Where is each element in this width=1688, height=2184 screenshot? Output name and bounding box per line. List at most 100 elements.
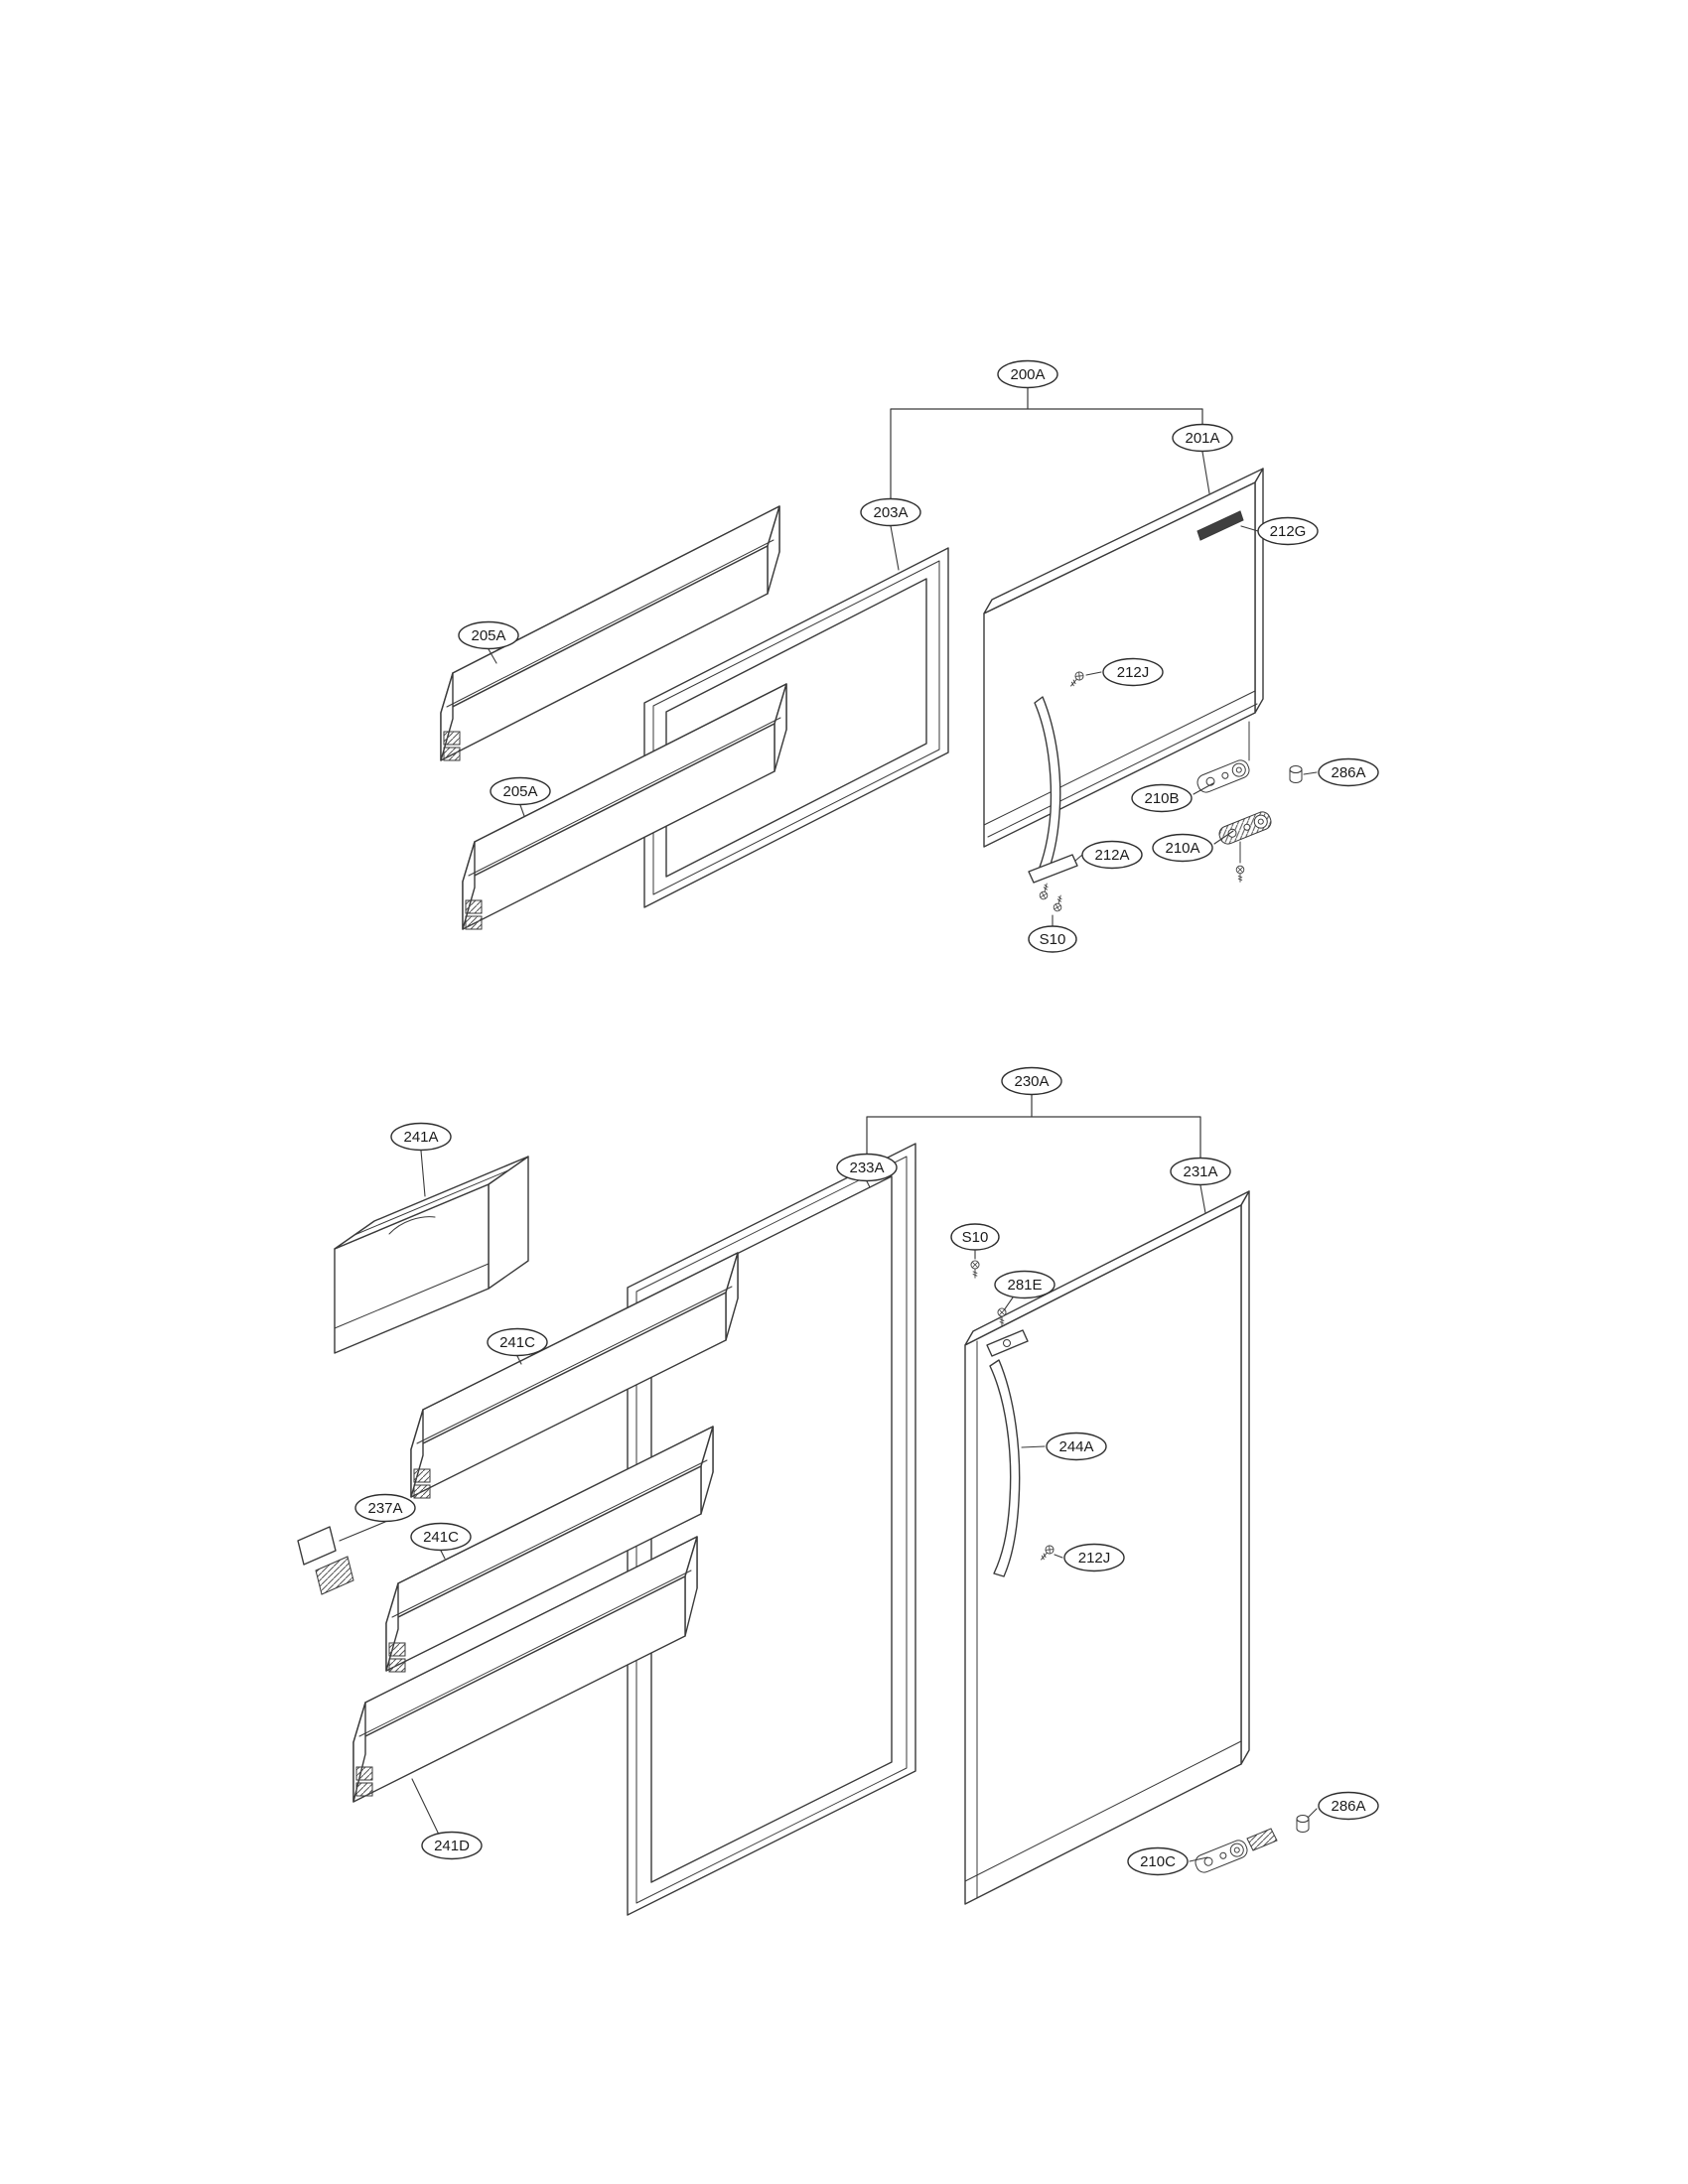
door-panel-201A <box>983 468 1264 848</box>
callout-bubble <box>1318 1791 1379 1821</box>
screw-S10-lower <box>970 1260 980 1279</box>
callout-210B: 210B <box>1131 783 1193 813</box>
callout-label: 286A <box>1331 1798 1365 1815</box>
upper-door-assembly-diagram: 200A 201A 203A 212G 205A 212J <box>440 359 1379 953</box>
callout-230A: 230A <box>1001 1066 1062 1096</box>
callout-244A: 244A <box>1046 1432 1107 1461</box>
handle-bolt-hole <box>1003 1339 1011 1347</box>
assembly-bracket-lower <box>866 1094 1201 1159</box>
callout-bubble <box>1318 757 1379 787</box>
callout-bubble <box>1102 657 1164 687</box>
callout-bubble <box>1001 1066 1062 1096</box>
dairy-bin-241A <box>334 1156 529 1354</box>
callout-label: 244A <box>1058 1438 1093 1455</box>
callout-233A: 233A <box>836 1153 898 1182</box>
hinge-210C <box>1195 1840 1248 1873</box>
callout-bubble <box>490 776 551 806</box>
door-bin-205A-1 <box>440 505 780 761</box>
door-gasket-233A <box>627 1143 916 1916</box>
callout-bubble <box>1257 516 1319 546</box>
callout-label: 233A <box>849 1160 884 1176</box>
callout-241A: 241A <box>390 1122 452 1152</box>
callout-bubble <box>1063 1543 1125 1572</box>
screw-S10 <box>1052 893 1065 913</box>
callout-210C: 210C <box>1127 1846 1189 1876</box>
callout-label: 231A <box>1183 1163 1217 1180</box>
screw-S10 <box>1038 882 1052 901</box>
callout-label: 212A <box>1094 847 1129 864</box>
hinge-210A <box>1218 811 1272 845</box>
callout-label: S10 <box>962 1229 989 1246</box>
bin-mount-tab <box>443 731 461 746</box>
callout-label: 241C <box>499 1334 535 1351</box>
callout-bubble <box>1131 783 1193 813</box>
callout-bubble <box>410 1522 472 1552</box>
callout-label: 286A <box>1331 764 1365 781</box>
callout-label: 241C <box>423 1529 459 1546</box>
callout-label: 212J <box>1117 664 1150 681</box>
bin-mount-tab <box>413 1468 431 1483</box>
door-bin-205A-2 <box>462 683 787 930</box>
callout-bubble <box>1152 833 1213 863</box>
callout-bubble <box>1170 1157 1231 1186</box>
door-bin-241D <box>352 1536 698 1803</box>
callout-bubble <box>860 497 921 527</box>
assembly-bracket-upper <box>890 387 1203 499</box>
callout-bubble <box>1127 1846 1189 1876</box>
callout-S10-2: S10 <box>950 1223 1000 1251</box>
door-bin-241C-2 <box>385 1426 714 1673</box>
callout-label: 210A <box>1165 840 1199 857</box>
callout-label: 200A <box>1010 366 1045 383</box>
callout-label: 210B <box>1144 790 1179 807</box>
callout-label: 201A <box>1185 430 1219 447</box>
hinge-screw <box>1235 865 1245 884</box>
callout-label: 237A <box>367 1500 402 1517</box>
callout-label: 241A <box>403 1129 438 1146</box>
bin-mount-tab <box>465 899 483 914</box>
callout-label: 212J <box>1078 1550 1111 1567</box>
bin-mount-tab <box>388 1642 406 1657</box>
cap-286A-lower <box>1296 1815 1310 1833</box>
callout-205A-1: 205A <box>458 620 519 650</box>
callout-bubble <box>997 359 1058 389</box>
vent-grille-212G <box>1196 510 1244 541</box>
callout-281E: 281E <box>994 1270 1055 1299</box>
callout-200A: 200A <box>997 359 1058 389</box>
callout-label: 212G <box>1270 523 1307 540</box>
callout-241C-2: 241C <box>410 1522 472 1552</box>
callout-203A: 203A <box>860 497 921 527</box>
cap-286A-upper <box>1289 765 1303 783</box>
callout-286A-1: 286A <box>1318 757 1379 787</box>
callout-212J-1: 212J <box>1102 657 1164 687</box>
bin-mount-tab <box>355 1766 373 1781</box>
callout-S10-1: S10 <box>1028 925 1077 953</box>
hinge-210C-bracket <box>1246 1828 1278 1851</box>
clips-237A <box>297 1526 354 1595</box>
callout-bubble <box>950 1223 1000 1251</box>
callout-bubble <box>1028 925 1077 953</box>
callouts-lower: 230A 241A 233A 231A S10 281E <box>354 1066 1379 1876</box>
callout-210A: 210A <box>1152 833 1213 863</box>
callout-bubble <box>994 1270 1055 1299</box>
bin-mount-tab <box>465 915 483 930</box>
callout-bubble <box>421 1831 483 1860</box>
callout-286A-2: 286A <box>1318 1791 1379 1821</box>
callout-bubble <box>390 1122 452 1152</box>
callout-212G: 212G <box>1257 516 1319 546</box>
callout-bubble <box>1081 840 1143 870</box>
callout-212J-2: 212J <box>1063 1543 1125 1572</box>
callout-label: 205A <box>502 783 537 800</box>
callout-231A: 231A <box>1170 1157 1231 1186</box>
screws-S10-upper <box>1038 882 1065 913</box>
callout-label: S10 <box>1040 931 1066 948</box>
callout-label: 230A <box>1014 1073 1049 1090</box>
door-bin-241C-1 <box>410 1252 739 1499</box>
callout-bubble <box>1172 423 1233 453</box>
callout-label: 241D <box>434 1838 470 1854</box>
lower-door-assembly-diagram: 230A 241A 233A 231A S10 281E <box>297 1066 1379 1916</box>
bin-mount-tab <box>388 1658 406 1673</box>
callout-label: 203A <box>873 504 908 521</box>
callout-label: 281E <box>1007 1277 1042 1294</box>
callout-237A: 237A <box>354 1493 416 1523</box>
